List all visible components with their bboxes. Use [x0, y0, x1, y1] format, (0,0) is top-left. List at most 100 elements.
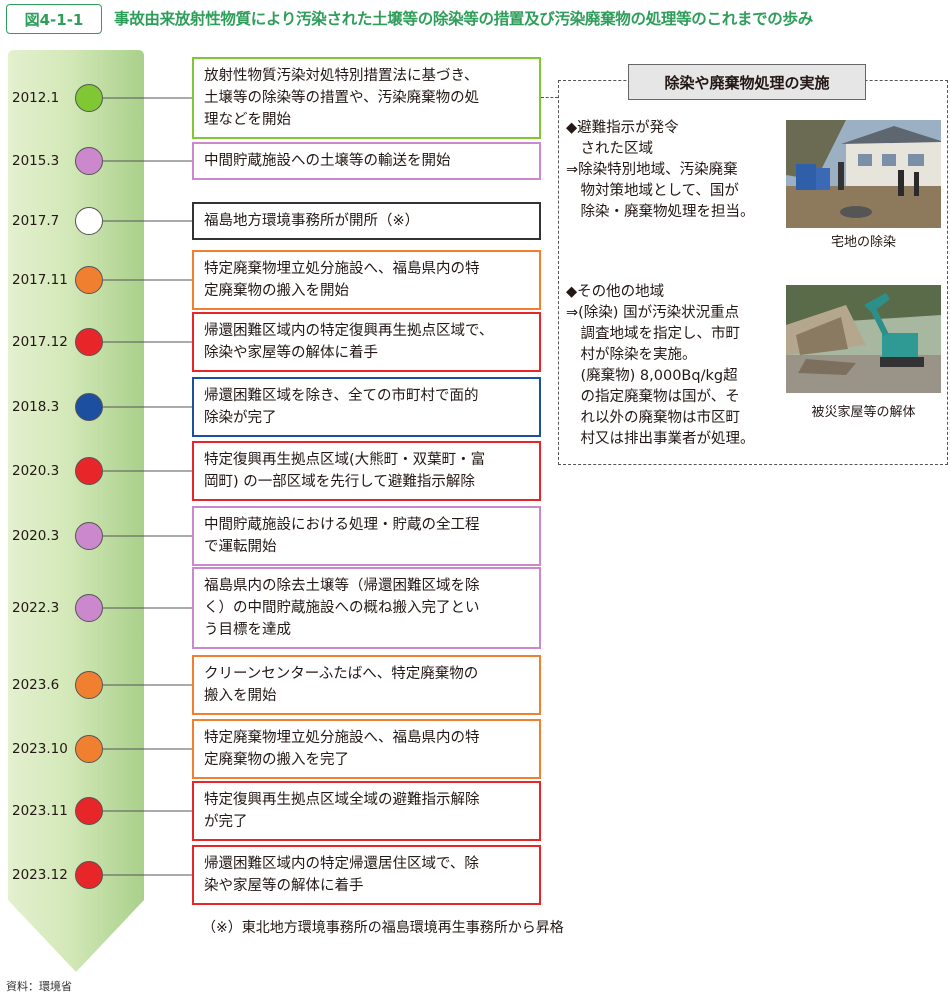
timeline-arrow [8, 50, 144, 972]
timeline-connector [103, 748, 192, 750]
timeline-date: 2017.12 [12, 334, 68, 350]
timeline-date: 2020.3 [12, 463, 60, 479]
timeline-dot [75, 671, 103, 699]
timeline-date: 2023.11 [12, 803, 68, 819]
panel-section-other: ◆その他の地域 ⇒(除染) 国が汚染状況重点 調査地域を指定し、市町 村が除染を実… [566, 282, 755, 450]
timeline-event-line: 特定廃棄物埋立処分施設へ、福島県内の特 [204, 261, 480, 277]
timeline-event-line: が完了 [204, 814, 248, 830]
timeline-event-line: 福島地方環境事務所が開所（※） [204, 213, 420, 229]
photo-residential-decontamination [786, 120, 941, 228]
panel-text-line: ◆その他の地域 [566, 284, 665, 300]
timeline-event-box: 特定廃棄物埋立処分施設へ、福島県内の特定廃棄物の搬入を完了 [192, 719, 541, 779]
panel-text-line: (廃棄物) 8,000Bq/kg超 [566, 368, 738, 384]
panel-text-line: れ以外の廃棄物は市区町 [566, 410, 740, 426]
panel-text-line: 物対策地域として、国が [566, 183, 739, 199]
timeline-date: 2020.3 [12, 528, 60, 544]
timeline-connector [103, 341, 192, 343]
panel-text-line: 除染・廃棄物処理を担当。 [566, 204, 755, 220]
timeline-event-line: 除染や家屋等の解体に着手 [204, 345, 378, 361]
timeline-event-line: 帰還困難区域内の特定復興再生拠点区域で、 [204, 323, 494, 339]
timeline-event-box: 特定復興再生拠点区域全域の避難指示解除が完了 [192, 781, 541, 841]
photo1-caption: 宅地の除染 [830, 235, 896, 250]
timeline-event-line: 特定廃棄物埋立処分施設へ、福島県内の特 [204, 730, 480, 746]
timeline-connector [103, 874, 192, 876]
timeline-event-box: 特定廃棄物埋立処分施設へ、福島県内の特定廃棄物の搬入を開始 [192, 250, 541, 310]
timeline-event-line: 帰還困難区域内の特定帰還居住区域で、除 [204, 856, 479, 872]
timeline-date: 2018.3 [12, 399, 60, 415]
timeline-event-line: 搬入を開始 [204, 688, 277, 704]
timeline-event-line: 中間貯蔵施設への土壌等の輸送を開始 [204, 153, 451, 169]
timeline-connector [103, 279, 192, 281]
timeline-event-box: 中間貯蔵施設への土壌等の輸送を開始 [192, 142, 541, 180]
timeline-date: 2012.1 [12, 90, 60, 106]
panel-text-line: 村が除染を実施。 [566, 347, 697, 363]
timeline-event-box: 放射性物質汚染対処特別措置法に基づき、土壌等の除染等の措置や、汚染廃棄物の処理な… [192, 57, 541, 139]
timeline-dot [75, 522, 103, 550]
panel-text-line: ⇒除染特別地域、汚染廃棄 [566, 162, 738, 178]
timeline-date: 2015.3 [12, 153, 60, 169]
panel-header: 除染や廃棄物処理の実施 [628, 64, 866, 100]
timeline-connector [103, 220, 192, 222]
photo-house-demolition [786, 285, 941, 393]
timeline-event-line: で運転開始 [204, 539, 277, 555]
panel-section-evacuation: ◆避難指示が発令 された区域 ⇒除染特別地域、汚染廃棄 物対策地域として、国が 除… [566, 118, 755, 223]
timeline-event-line: 除染が完了 [204, 410, 277, 426]
timeline-event-line: 特定復興再生拠点区域全域の避難指示解除 [204, 792, 480, 808]
panel-text-line: ◆避難指示が発令 [566, 120, 679, 136]
timeline-connector [103, 684, 192, 686]
timeline-connector [103, 406, 192, 408]
timeline-dot [75, 328, 103, 356]
timeline-event-box: 帰還困難区域内の特定復興再生拠点区域で、除染や家屋等の解体に着手 [192, 312, 541, 372]
timeline-event-line: う目標を達成 [204, 622, 291, 638]
timeline-dot [75, 393, 103, 421]
timeline-date: 2017.7 [12, 213, 60, 229]
panel-text-line: の指定廃棄物は国が、そ [566, 389, 740, 405]
timeline-event-line: 特定復興再生拠点区域(大熊町・双葉町・富 [204, 452, 486, 468]
timeline-event-line: 定廃棄物の搬入を完了 [204, 752, 349, 768]
timeline-event-box: 帰還困難区域を除き、全ての市町村で面的除染が完了 [192, 377, 541, 437]
timeline-date: 2022.3 [12, 600, 60, 616]
timeline-event-line: 放射性物質汚染対処特別措置法に基づき、 [204, 68, 479, 84]
timeline-dot [75, 735, 103, 763]
timeline-event-line: クリーンセンターふたばへ、特定廃棄物の [204, 666, 479, 682]
timeline-event-box: 特定復興再生拠点区域(大熊町・双葉町・富岡町) の一部区域を先行して避難指示解除 [192, 441, 541, 501]
timeline-date: 2023.12 [12, 867, 68, 883]
timeline-connector [103, 97, 192, 99]
panel-connector [541, 97, 558, 98]
panel-text-line: ⇒(除染) 国が汚染状況重点 [566, 305, 740, 321]
timeline-connector [103, 535, 192, 537]
timeline-date: 2017.11 [12, 272, 68, 288]
panel-text-line: された区域 [566, 141, 653, 157]
timeline-date: 2023.10 [12, 741, 68, 757]
timeline-event-box: クリーンセンターふたばへ、特定廃棄物の搬入を開始 [192, 655, 541, 715]
timeline-connector [103, 810, 192, 812]
timeline-dot [75, 266, 103, 294]
timeline-arrow-shape [8, 50, 144, 972]
panel-text-line: 調査地域を指定し、市町 [566, 326, 740, 342]
timeline-dot [75, 457, 103, 485]
figure-number: 図4-1-1 [6, 4, 102, 34]
timeline-connector [103, 470, 192, 472]
timeline-event-line: 福島県内の除去土壌等（帰還困難区域を除 [204, 578, 480, 594]
timeline-event-line: 染や家屋等の解体に着手 [204, 878, 364, 894]
timeline-dot [75, 207, 103, 235]
source-label: 資料：環境省 [6, 980, 72, 993]
timeline-event-line: 中間貯蔵施設における処理・貯蔵の全工程 [204, 517, 480, 533]
panel-text-line: 村又は排出事業者が処理。 [566, 431, 755, 447]
timeline-dot [75, 594, 103, 622]
timeline-event-box: 福島県内の除去土壌等（帰還困難区域を除く）の中間貯蔵施設への概ね搬入完了という目… [192, 567, 541, 649]
timeline-event-line: 理などを開始 [204, 112, 291, 128]
footnote: （※）東北地方環境事務所の福島環境再生事務所から昇格 [202, 920, 564, 936]
timeline-dot [75, 147, 103, 175]
timeline-connector [103, 160, 192, 162]
timeline-date: 2023.6 [12, 677, 60, 693]
timeline-connector [103, 607, 192, 609]
timeline-dot [75, 797, 103, 825]
figure-title: 事故由来放射性物質により汚染された土壌等の除染等の措置及び汚染廃棄物の処理等のこ… [114, 10, 813, 28]
timeline-event-line: 帰還困難区域を除き、全ての市町村で面的 [204, 388, 479, 404]
timeline-dot [75, 861, 103, 889]
timeline-event-box: 中間貯蔵施設における処理・貯蔵の全工程で運転開始 [192, 506, 541, 566]
timeline-event-line: 定廃棄物の搬入を開始 [204, 283, 349, 299]
timeline-event-line: 土壌等の除染等の措置や、汚染廃棄物の処 [204, 90, 480, 106]
timeline-dot [75, 84, 103, 112]
